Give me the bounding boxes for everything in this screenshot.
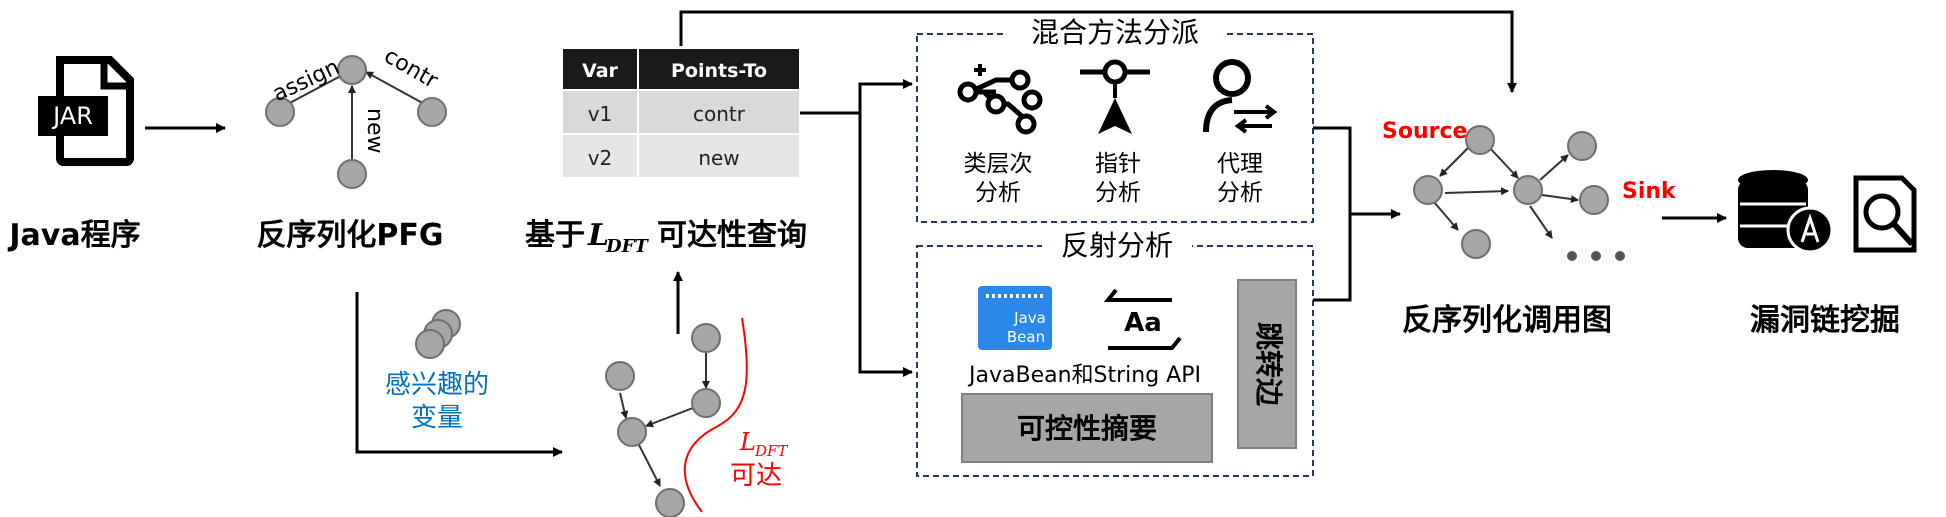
vars-of-interest-icon (415, 309, 461, 359)
pfg-node (417, 97, 447, 127)
call-graph-node (1513, 175, 1543, 205)
table-header-var: Var (582, 60, 618, 82)
points-to-table: Var Points-To v1 contr v2 new (563, 49, 799, 177)
reflection-api-caption: JavaBean和String API (967, 363, 1201, 388)
call-graph-node (1579, 185, 1609, 215)
stage-vuln-mining: 漏洞链挖掘 (1750, 303, 1900, 338)
vars-of-interest-line2: 变量 (411, 403, 463, 433)
stage-call-graph: 反序列化调用图 (1402, 303, 1612, 338)
dispatch-item1-line1: 类层次 (964, 151, 1033, 177)
table-cell-v2: v2 (588, 146, 613, 170)
dispatch-item1-line2: 分析 (975, 180, 1021, 206)
arrow-pfg-to-reachability (355, 292, 563, 457)
proxy-icon (1203, 59, 1278, 134)
dispatch-item2-line2: 分析 (1095, 180, 1141, 206)
hybrid-dispatch-title: 混合方法分派 (1031, 16, 1199, 49)
pointer-icon (1080, 59, 1150, 134)
search-doc-icon (1853, 175, 1917, 253)
reachability-graph (605, 317, 748, 517)
reflection-box (916, 245, 1314, 477)
dispatch-item3-line2: 分析 (1217, 180, 1263, 206)
call-graph-node (1567, 131, 1597, 161)
ldft-reach: 可达 (730, 461, 782, 491)
dispatch-item2-line1: 指针 (1095, 151, 1141, 177)
query-math-sub: DFT (605, 236, 649, 257)
controllability-summary-box (961, 393, 1213, 463)
hierarchy-icon (957, 64, 1043, 135)
stage-java-program: Java程序 (7, 218, 140, 253)
javabean-icon: Java Bean (978, 286, 1052, 350)
edge-label-assign: assign (269, 55, 343, 107)
reflection-title: 反射分析 (1061, 229, 1173, 262)
reach-node (605, 361, 635, 391)
call-graph-node (1465, 125, 1495, 155)
pfg-graph: assign contr new (265, 44, 447, 189)
ldft-sub: DFT (754, 442, 788, 460)
query-prefix: 基于 (525, 218, 585, 253)
jar-label: JAR (51, 102, 93, 130)
call-graph (1413, 125, 1625, 261)
ellipsis-dot (1615, 251, 1625, 261)
ellipsis-dot (1591, 251, 1601, 261)
table-cell-v1: v1 (588, 102, 613, 126)
stage-query-title: 基于 L DFT 可达性查询 (525, 218, 807, 257)
dispatch-item3-line1: 代理 (1217, 151, 1263, 177)
arrow-bypass-to-call-graph (679, 10, 1517, 93)
ldft-math: L (739, 428, 756, 456)
jump-edge-box (1237, 279, 1297, 449)
query-math: L (587, 218, 609, 253)
table-cell-contr: contr (693, 102, 746, 126)
controllability-summary-label: 可控性摘要 (1017, 412, 1157, 445)
query-suffix: 可达性查询 (657, 218, 807, 253)
ellipsis-dot (1567, 251, 1577, 261)
edge-label-contr: contr (380, 44, 443, 95)
pfg-node (337, 55, 367, 85)
arrow-to-reflection (858, 113, 913, 377)
reach-node (655, 488, 685, 517)
stage-pfg: 反序列化PFG (256, 218, 443, 253)
pfg-node (265, 97, 295, 127)
javabean-icon-line1: Java (1013, 309, 1046, 327)
sink-label: Sink (1622, 179, 1677, 204)
edge-label-new: new (362, 108, 387, 153)
call-graph-node (1461, 229, 1491, 259)
string-aa-icon: Aa (1103, 288, 1182, 350)
merge-bracket (1313, 126, 1352, 302)
call-graph-node (1413, 175, 1443, 205)
aa-icon-text: Aa (1124, 308, 1162, 338)
pfg-node (337, 159, 367, 189)
jar-file-icon: JAR (38, 56, 134, 166)
arrow-to-hybrid-dispatch (800, 79, 913, 115)
reach-node (691, 388, 721, 418)
reach-node (617, 417, 647, 447)
vars-of-interest-line1: 感兴趣的 (385, 370, 489, 400)
reach-node (691, 323, 721, 353)
javabean-icon-line2: Bean (1007, 328, 1045, 346)
table-header-points-to: Points-To (671, 60, 767, 82)
jump-edge-label: 跳转边 (1252, 322, 1285, 407)
table-cell-new: new (698, 146, 739, 170)
source-label: Source (1382, 119, 1467, 144)
database-icon (1738, 170, 1834, 254)
